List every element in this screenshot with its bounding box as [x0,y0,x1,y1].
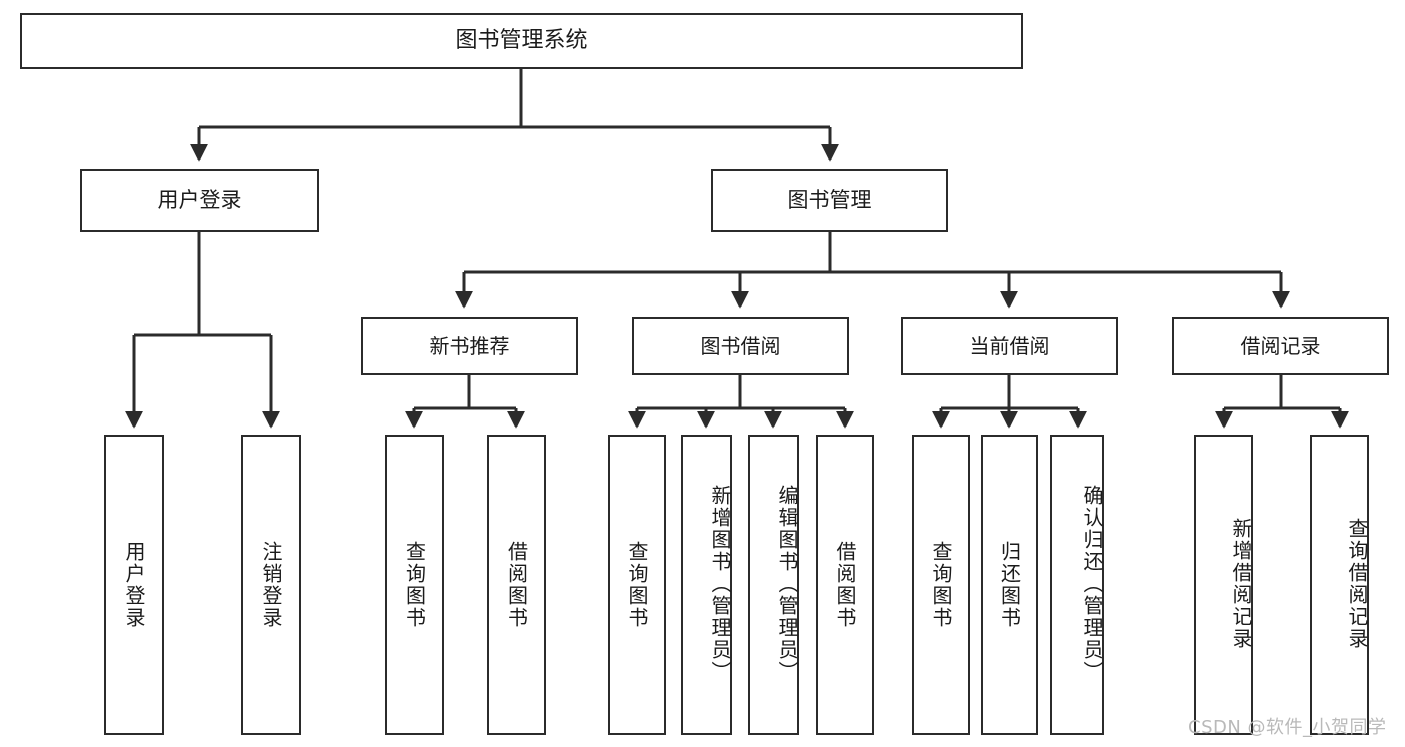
node-book-borrow[interactable]: 图书借阅 [632,317,849,375]
node-book-management[interactable]: 图书管理 [711,169,948,232]
leaf-current-query-book[interactable]: 查询图书 [912,435,970,735]
node-borrow-record-label: 借阅记录 [1240,333,1321,358]
leaf-record-query-record-label: 查询借阅记录 [1345,518,1369,650]
node-borrow-record[interactable]: 借阅记录 [1172,317,1389,375]
node-new-book-recommend[interactable]: 新书推荐 [361,317,578,375]
leaf-user-login-login[interactable]: 用户登录 [104,435,164,735]
node-book-borrow-label: 图书借阅 [700,333,781,358]
leaf-borrow-edit-book-label: 编辑图书（管理员） [775,485,799,683]
leaf-current-return-book-label: 归还图书 [997,541,1022,629]
leaf-current-return-book[interactable]: 归还图书 [981,435,1038,735]
node-user-login-label: 用户登录 [157,187,242,212]
node-current-borrow-label: 当前借阅 [969,333,1050,358]
node-book-management-label: 图书管理 [787,187,872,212]
leaf-user-login-login-label: 用户登录 [122,541,146,629]
leaf-current-confirm-return-label: 确认归还（管理员） [1080,485,1104,683]
leaf-current-query-book-label: 查询图书 [929,541,953,629]
leaf-record-add-record[interactable]: 新增借阅记录 [1194,435,1253,735]
leaf-borrow-edit-book[interactable]: 编辑图书（管理员） [748,435,799,735]
leaf-new-book-query-label: 查询图书 [402,541,427,629]
leaf-borrow-add-book-label: 新增图书（管理员） [708,485,732,683]
leaf-new-book-borrow[interactable]: 借阅图书 [487,435,546,735]
node-new-book-recommend-label: 新书推荐 [429,333,510,358]
leaf-record-add-record-label: 新增借阅记录 [1229,518,1253,650]
csdn-watermark: CSDN @软件_小贺同学 [1188,717,1387,738]
leaf-record-query-record[interactable]: 查询借阅记录 [1310,435,1369,735]
leaf-borrow-borrow-book-label: 借阅图书 [833,541,857,629]
leaf-borrow-query-book-label: 查询图书 [625,541,649,629]
leaf-borrow-query-book[interactable]: 查询图书 [608,435,666,735]
leaf-borrow-borrow-book[interactable]: 借阅图书 [816,435,874,735]
leaf-user-login-logout-label: 注销登录 [259,541,283,629]
node-user-login[interactable]: 用户登录 [80,169,319,232]
node-root[interactable]: 图书管理系统 [20,13,1023,69]
node-current-borrow[interactable]: 当前借阅 [901,317,1118,375]
leaf-new-book-borrow-label: 借阅图书 [504,541,529,629]
leaf-current-confirm-return[interactable]: 确认归还（管理员） [1050,435,1104,735]
node-root-label: 图书管理系统 [455,27,588,53]
leaf-borrow-add-book[interactable]: 新增图书（管理员） [681,435,732,735]
leaf-user-login-logout[interactable]: 注销登录 [241,435,301,735]
leaf-new-book-query[interactable]: 查询图书 [385,435,444,735]
